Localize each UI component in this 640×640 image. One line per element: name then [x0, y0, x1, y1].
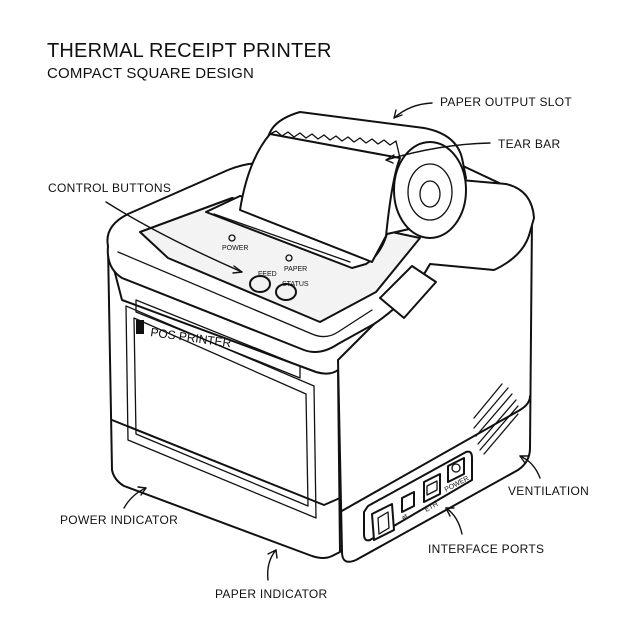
usb-port[interactable]: [401, 491, 415, 513]
arrow-paper-output-slot: [393, 102, 433, 119]
diagram-subtitle: COMPACT SQUARE DESIGN: [47, 65, 255, 82]
paper-sheet: [239, 133, 401, 263]
feed-button[interactable]: [249, 275, 271, 293]
front-panel-inner: [133, 317, 309, 507]
ethernet-port-inner: [426, 480, 438, 496]
dc-power-jack-hole: [451, 463, 461, 473]
callout-paper-indicator: PAPER INDICATOR: [215, 587, 328, 601]
paper-sheet-tear-edge: [269, 130, 401, 159]
diagram-title: THERMAL RECEIPT PRINTER: [47, 40, 332, 62]
arrow-interface-ports: [445, 507, 463, 535]
arrow-paper-indicator: [266, 549, 277, 581]
callout-control-buttons: CONTROL BUTTONS: [48, 181, 172, 195]
brand-logo-mark: [136, 320, 144, 334]
arrow-control-buttons-head: [232, 265, 243, 274]
arrow-power-indicator: [123, 487, 147, 509]
status-button-label: STATUS: [282, 281, 309, 288]
power-led-label: POWER: [222, 245, 248, 252]
dc-power-jack[interactable]: [447, 457, 465, 483]
tear-bar: [213, 213, 351, 263]
power-switch-rocker: [377, 511, 390, 535]
arrow-ventilation-head: [519, 455, 529, 464]
paper-led: [285, 254, 293, 262]
arrow-tear-bar: [385, 142, 491, 161]
feed-button-label: FEED: [258, 271, 277, 278]
callout-interface-ports: INTERFACE PORTS: [428, 542, 545, 556]
ventilation-grille: [473, 383, 519, 455]
arrow-power-indicator-head: [137, 486, 147, 496]
paper-roll: [393, 141, 467, 239]
front-base-band: [111, 419, 341, 506]
paper-led-label: PAPER: [284, 266, 307, 273]
usb-icon: ⇌: [401, 513, 410, 522]
arrow-control-buttons: [105, 201, 243, 273]
arrow-ventilation: [519, 455, 541, 479]
paper-roll-core: [407, 163, 453, 221]
callout-ventilation: VENTILATION: [508, 484, 590, 498]
front-panel: [125, 305, 317, 519]
status-button[interactable]: [275, 283, 297, 301]
right-base-band: [339, 395, 531, 513]
callout-power-indicator: POWER INDICATOR: [60, 513, 179, 527]
top-cover-edge: [117, 251, 373, 338]
callout-tear-bar: TEAR BAR: [498, 137, 561, 151]
callout-paper-output-slot: PAPER OUTPUT SLOT: [440, 95, 573, 109]
front-lid-lip: [135, 299, 301, 379]
arrow-interface-ports-head: [445, 507, 455, 517]
side-release-tab: [379, 265, 437, 319]
arrow-tear-bar-head: [385, 154, 395, 164]
paper-roll-hub: [419, 180, 441, 208]
arrow-paper-output-slot-head: [393, 109, 403, 119]
power-led: [228, 234, 236, 242]
arrow-paper-indicator-head: [267, 549, 278, 559]
